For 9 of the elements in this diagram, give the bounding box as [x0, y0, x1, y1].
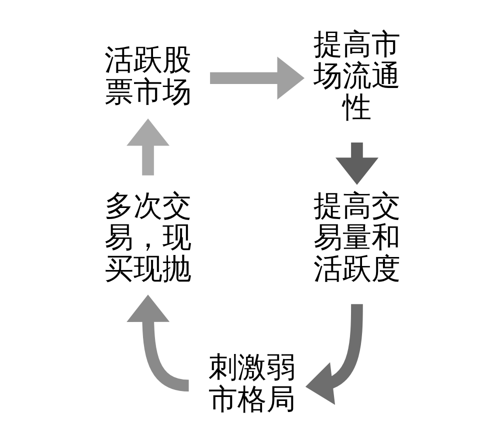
arrow — [304, 304, 362, 405]
node-text: 多次交易，现买现抛 — [104, 190, 192, 286]
arrow — [126, 118, 170, 176]
node-text: 提高市场流通性 — [312, 28, 400, 124]
arrow — [210, 56, 304, 100]
node-text: 活跃股票市场 — [104, 44, 192, 108]
node-text: 提高交易量和活跃度 — [312, 190, 400, 286]
arrow — [334, 142, 378, 185]
node-text: 刺激弱市格局 — [208, 352, 295, 416]
